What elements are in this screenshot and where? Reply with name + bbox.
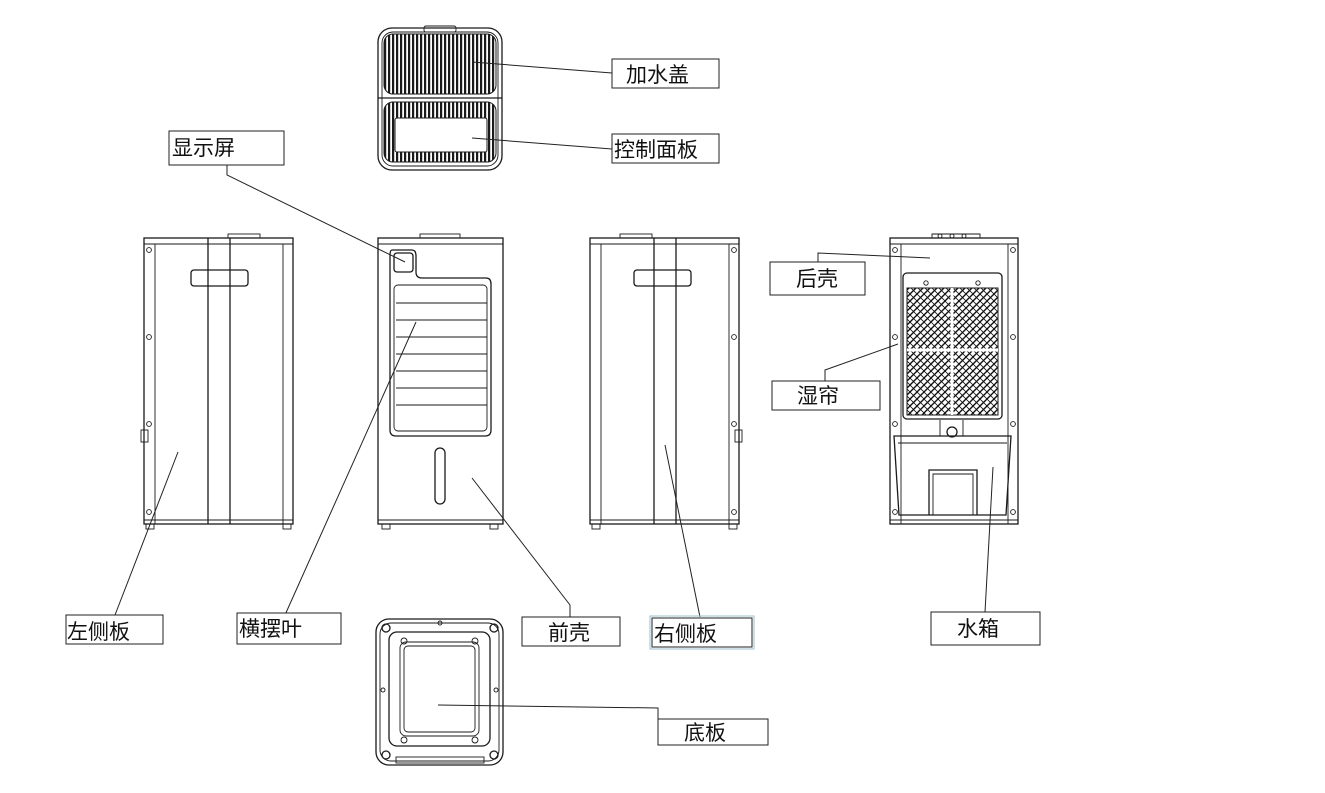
rear-view — [889, 233, 1019, 525]
left-side-view — [140, 233, 294, 530]
label-louver: 横摆叶 — [236, 612, 342, 645]
label-base-plate: 底板 — [657, 718, 769, 746]
label-left-panel: 左侧板 — [65, 614, 164, 645]
label-front-shell: 前壳 — [521, 616, 621, 647]
label-right-panel: 右侧板 — [649, 615, 755, 650]
label-text: 右侧板 — [654, 622, 717, 646]
label-text: 前壳 — [548, 621, 590, 645]
label-cooling-pad: 湿帘 — [771, 380, 881, 411]
label-text: 左侧板 — [67, 620, 130, 644]
right-side-view — [589, 233, 743, 530]
label-text: 后壳 — [796, 267, 838, 291]
front-view — [377, 233, 504, 530]
label-rear-shell: 后壳 — [769, 261, 866, 296]
control-panel-window — [394, 117, 488, 153]
label-display: 显示屏 — [168, 130, 285, 166]
water-tank-body — [893, 435, 1012, 516]
label-text: 湿帘 — [797, 384, 839, 408]
label-text: 加水盖 — [626, 63, 689, 87]
label-text: 显示屏 — [172, 136, 235, 160]
label-text: 底板 — [684, 721, 726, 745]
label-text: 水箱 — [957, 617, 999, 641]
top-view — [377, 25, 503, 171]
fill-cover — [383, 33, 497, 95]
water-level-window — [434, 447, 446, 505]
louver-slats — [396, 302, 487, 406]
display-window — [393, 252, 414, 273]
bottom-view — [375, 618, 504, 766]
label-fill-cover: 加水盖 — [611, 58, 720, 89]
label-water-tank: 水箱 — [930, 611, 1041, 646]
label-text: 横摆叶 — [239, 617, 302, 641]
label-text: 控制面板 — [614, 138, 698, 162]
label-control-panel: 控制面板 — [611, 133, 720, 164]
leader-lines — [114, 61, 994, 719]
